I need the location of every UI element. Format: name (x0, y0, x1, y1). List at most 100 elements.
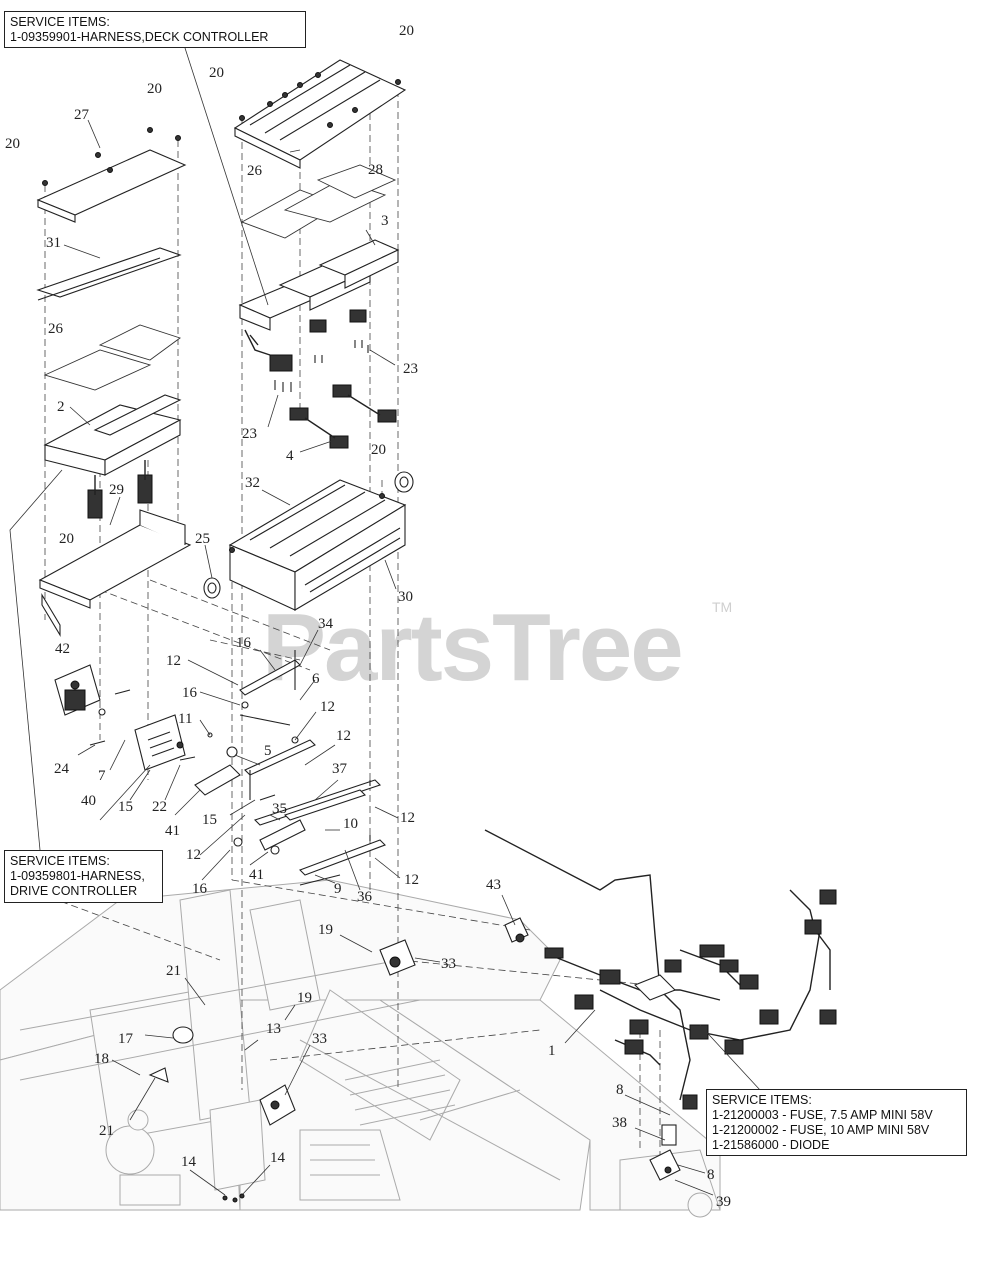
top-mounting-plate-28 (233, 59, 407, 169)
service-line: 1-21200002 - FUSE, 10 AMP MINI 58V (712, 1123, 930, 1137)
callout-42: 42 (55, 641, 70, 657)
callout-30: 30 (398, 589, 413, 605)
callout-20: 20 (371, 442, 386, 458)
fuse-holder-43 (504, 917, 529, 943)
battery-box-30 (228, 479, 407, 611)
callout-15: 15 (118, 799, 133, 815)
callout-12: 12 (400, 810, 415, 826)
callout-31: 31 (46, 235, 61, 251)
callout-1: 1 (548, 1043, 556, 1059)
callout-4: 4 (286, 448, 294, 464)
callout-numbers: 20 20 20 20 27 28 26 3 31 26 23 2 23 4 2… (5, 23, 731, 1210)
callout-23: 23 (242, 426, 257, 442)
callout-3: 3 (381, 213, 389, 229)
sensor-38 (649, 1124, 681, 1181)
pad-26-center (240, 164, 397, 239)
clamp-17 (148, 1026, 194, 1083)
callout-38: 38 (612, 1115, 627, 1131)
callout-20: 20 (399, 23, 414, 39)
callout-40: 40 (81, 793, 96, 809)
callout-33: 33 (441, 956, 456, 972)
callout-41: 41 (165, 823, 180, 839)
callout-12: 12 (404, 872, 419, 888)
callout-16: 16 (192, 881, 208, 897)
callout-23: 23 (403, 361, 418, 377)
callout-37: 37 (332, 761, 348, 777)
service-line: SERVICE ITEMS: (712, 1093, 812, 1107)
callout-22: 22 (152, 799, 167, 815)
insulator-strip-31 (36, 247, 182, 301)
callout-16: 16 (236, 635, 252, 651)
callout-16: 16 (182, 685, 198, 701)
left-mounting-plate-27 (36, 127, 187, 223)
service-line: DRIVE CONTROLLER (10, 884, 138, 898)
service-line: 1-21586000 - DIODE (712, 1138, 830, 1152)
service-line: SERVICE ITEMS: (10, 15, 110, 29)
callout-14: 14 (181, 1154, 197, 1170)
callout-12: 12 (320, 699, 335, 715)
callout-11: 11 (178, 711, 192, 727)
callout-8: 8 (707, 1167, 715, 1183)
callout-35: 35 (272, 801, 287, 817)
callout-24: 24 (54, 761, 70, 777)
contactor-33 (259, 939, 416, 1126)
callout-32: 32 (245, 475, 260, 491)
callout-20: 20 (59, 531, 74, 547)
callout-28: 28 (368, 162, 383, 178)
callout-10: 10 (343, 816, 358, 832)
controller-40 (89, 714, 196, 771)
callout-12: 12 (166, 653, 181, 669)
watermark-text: PartsTree (262, 594, 682, 701)
service-line: SERVICE ITEMS: (10, 854, 110, 868)
service-items-drive-controller: SERVICE ITEMS: 1-09359801-HARNESS, DRIVE… (4, 850, 163, 903)
callout-5: 5 (264, 743, 272, 759)
callout-41: 41 (249, 867, 264, 883)
callout-25: 25 (195, 531, 210, 547)
callout-12: 12 (186, 847, 201, 863)
main-harness-1 (484, 829, 837, 1110)
callout-17: 17 (118, 1031, 134, 1047)
service-line: 1-09359801-HARNESS, (10, 869, 145, 883)
callout-43: 43 (486, 877, 501, 893)
chassis-frame (0, 879, 721, 1218)
callout-20: 20 (5, 136, 20, 152)
service-line: 1-21200003 - FUSE, 7.5 AMP MINI 58V (712, 1108, 933, 1122)
callout-27: 27 (74, 107, 90, 123)
callout-20: 20 (147, 81, 162, 97)
grommets-25 (203, 471, 414, 599)
callout-19: 19 (318, 922, 333, 938)
callout-15: 15 (202, 812, 217, 828)
callout-33: 33 (312, 1031, 327, 1047)
callout-8: 8 (616, 1082, 624, 1098)
callout-36: 36 (357, 889, 373, 905)
callout-26: 26 (48, 321, 64, 337)
service-line: 1-09359901-HARNESS,DECK CONTROLLER (10, 30, 269, 44)
screws-23 (274, 340, 369, 392)
callout-39: 39 (716, 1194, 731, 1210)
jumper-harness-4 (289, 384, 397, 449)
callout-12: 12 (336, 728, 351, 744)
battery-tray-29 (38, 509, 192, 637)
callout-18: 18 (94, 1051, 109, 1067)
callout-20: 20 (209, 65, 224, 81)
callout-34: 34 (318, 616, 334, 632)
service-items-fuses: SERVICE ITEMS: 1-21200003 - FUSE, 7.5 AM… (706, 1089, 967, 1156)
battery-pack-3 (238, 239, 400, 372)
callout-19: 19 (297, 990, 312, 1006)
callout-13: 13 (266, 1021, 281, 1037)
callout-29: 29 (109, 482, 124, 498)
callout-2: 2 (57, 399, 65, 415)
service-items-deck-controller: SERVICE ITEMS: 1-09359901-HARNESS,DECK C… (4, 11, 306, 48)
watermark-trademark: TM (712, 599, 732, 615)
callout-21: 21 (99, 1123, 114, 1139)
callout-26: 26 (247, 163, 263, 179)
bracket-41 (194, 732, 241, 796)
battery-pack-2 (43, 394, 182, 519)
callout-21: 21 (166, 963, 181, 979)
callout-9: 9 (334, 881, 342, 897)
leader-lines (9, 47, 761, 1203)
controller-42 (54, 664, 131, 716)
callout-6: 6 (312, 671, 320, 687)
